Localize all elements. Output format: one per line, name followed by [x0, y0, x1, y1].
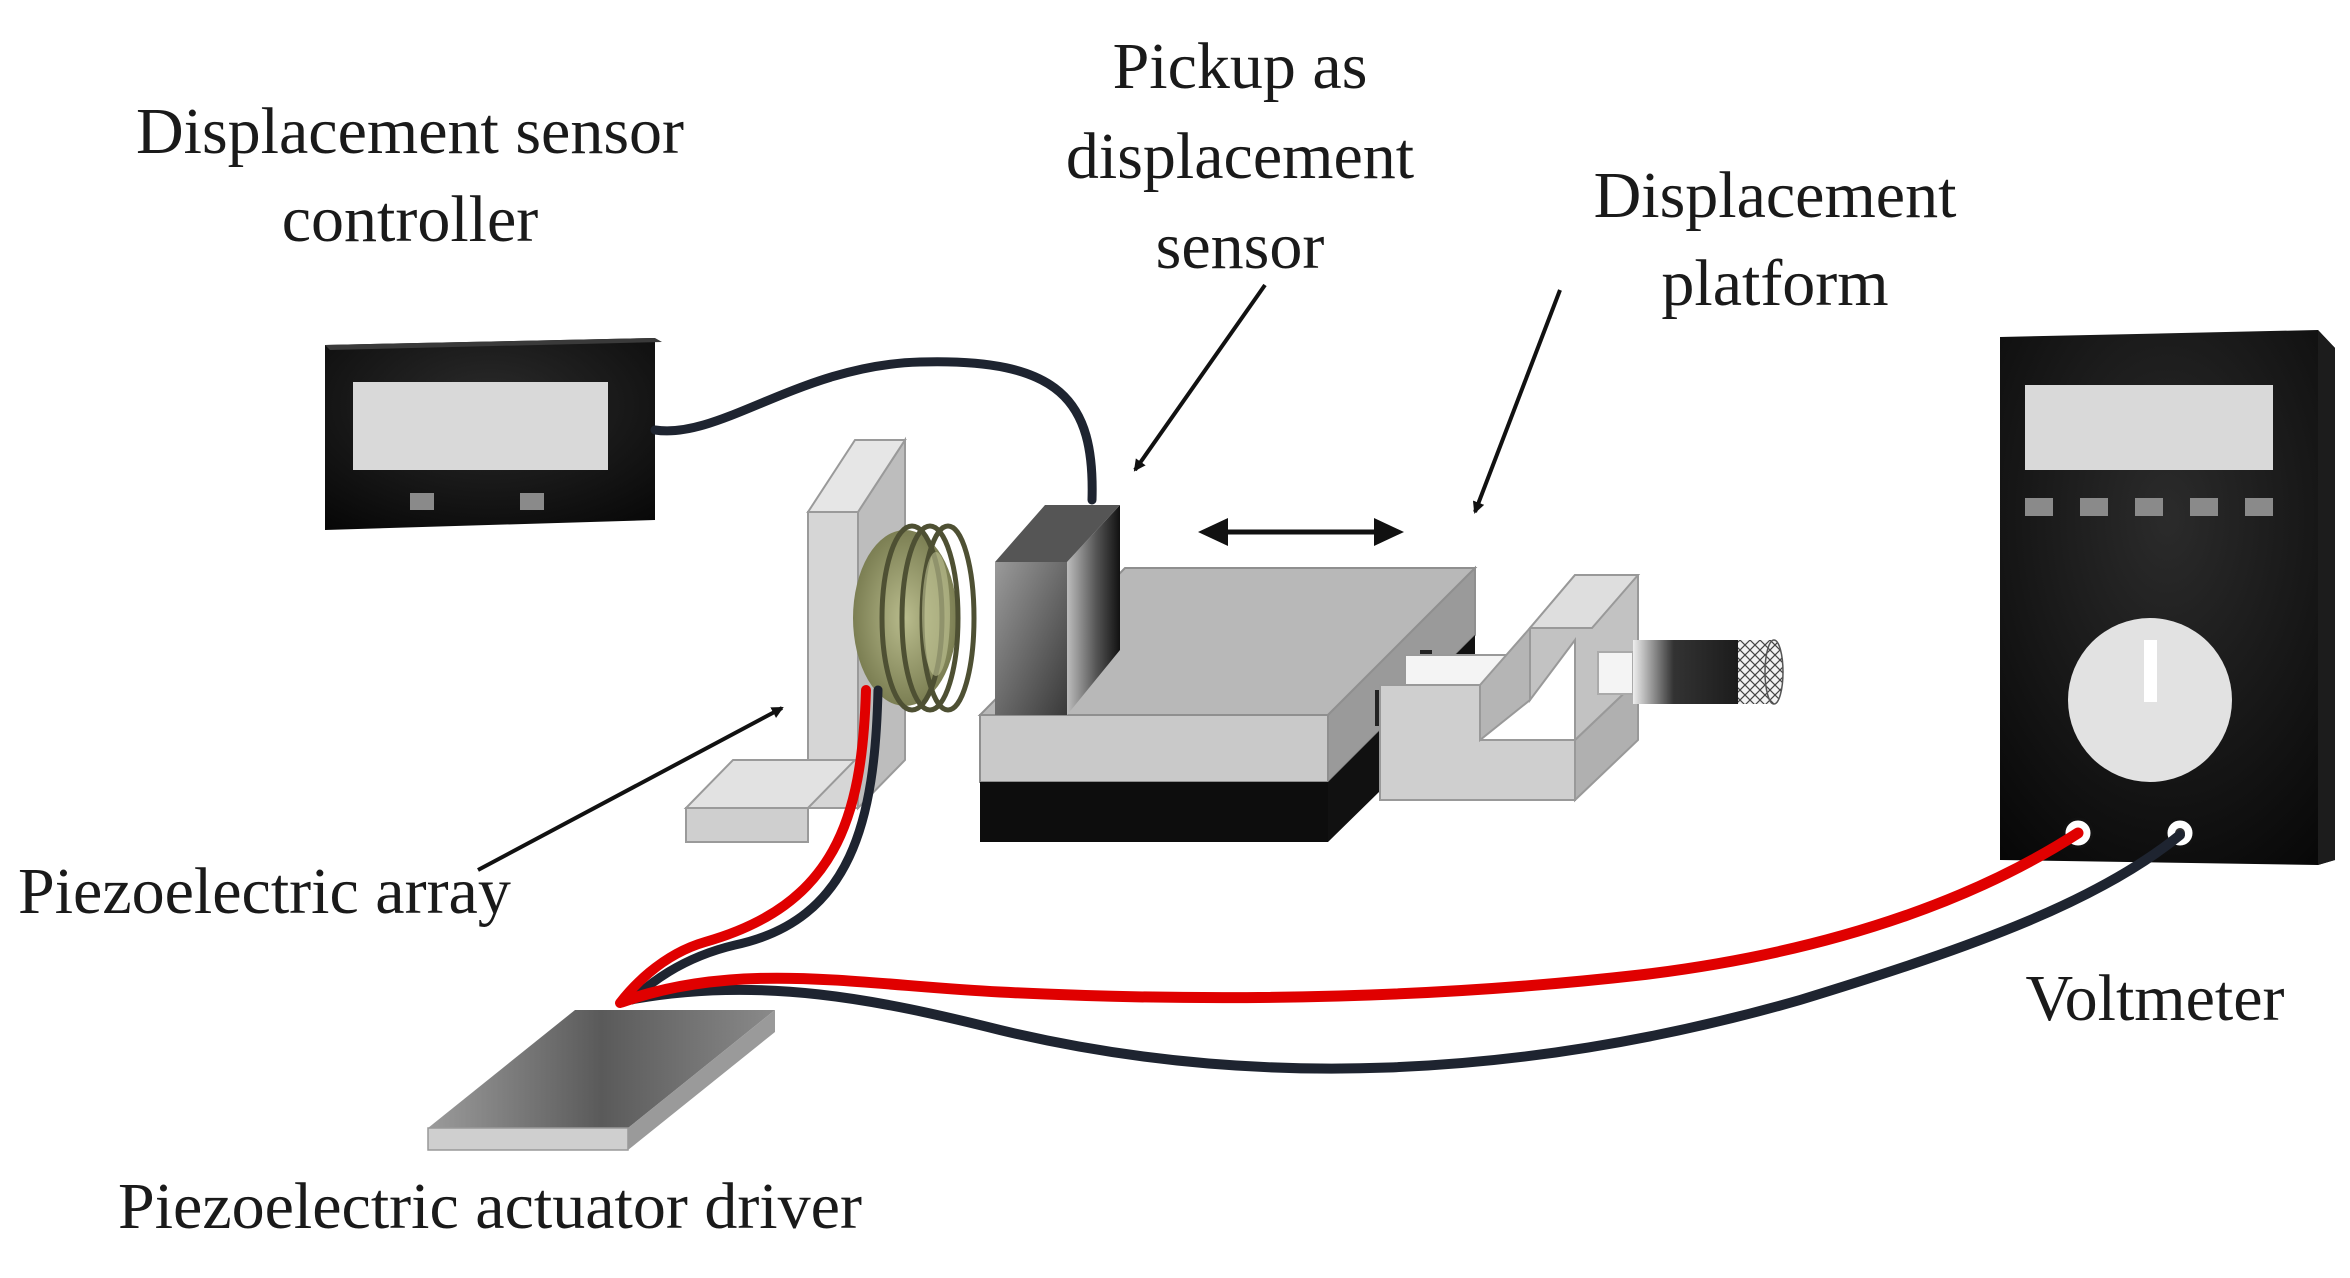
piezo-array-label: Piezoelectric array: [18, 855, 511, 928]
array-black-wire: [627, 685, 883, 1005]
motion-double-arrow: [1198, 518, 1404, 546]
actuator-driver-label: Piezoelectric actuator driver: [118, 1170, 862, 1243]
voltmeter-screen: [2025, 385, 2273, 470]
controller-screen: [353, 382, 608, 470]
platform-label: Displacement platform: [1593, 159, 1957, 321]
voltmeter-device: [2000, 330, 2335, 865]
array-callout-arrow: [477, 706, 784, 872]
voltmeter-red-wire: [616, 827, 2084, 1008]
sensor-controller-device: [325, 338, 662, 530]
micrometer-head: [1597, 639, 1784, 705]
voltmeter-label: Voltmeter: [2025, 962, 2285, 1035]
controller-button: [520, 493, 544, 510]
actuator-driver-device: [427, 1010, 775, 1151]
pickup-callout-arrow: [1133, 283, 1267, 472]
voltmeter-black-wire: [623, 830, 2185, 1074]
array-red-wire: [615, 685, 871, 1008]
sensor-controller-label: Displacement sensor controller: [135, 95, 684, 257]
piezo-array-coil: [853, 523, 977, 713]
controller-button: [410, 493, 434, 510]
pickup-label: Pickup as displacement sensor: [1065, 30, 1415, 283]
sensor-cable: [650, 357, 1097, 505]
platform-callout-arrow: [1472, 289, 1562, 514]
micrometer-holder: [1379, 574, 1641, 803]
pickup-sensor: [995, 505, 1120, 715]
